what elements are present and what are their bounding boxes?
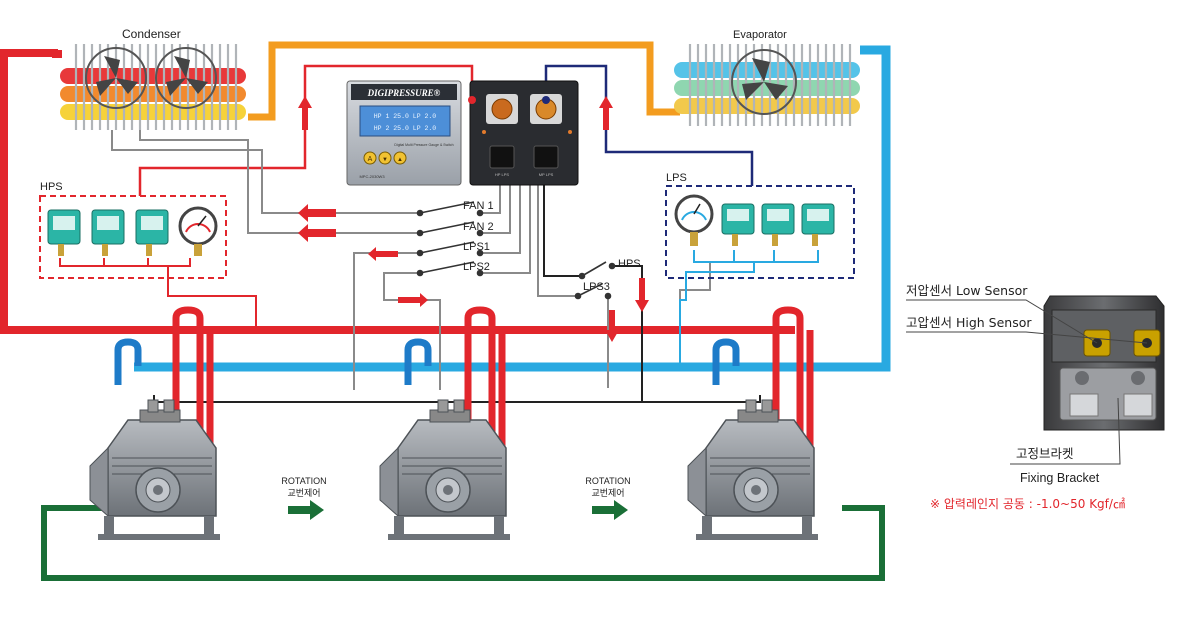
rotation-return-loop [41, 505, 885, 581]
bracket-en-label: Fixing Bracket [1020, 471, 1100, 485]
hps-group-box [39, 195, 227, 279]
pressure-range-note: ※ 압력레인지 공동 : -1.0~50 Kgf/㎠ [930, 497, 1125, 511]
terminal-left-label: HP LPS [495, 172, 509, 177]
controller-model: MPC-2030W3 [359, 174, 385, 179]
suction-main-pipe [134, 45, 891, 372]
condenser-label: Condenser [122, 27, 181, 41]
controller-button-down[interactable]: ▼ [382, 157, 388, 163]
rotation-2-arrow [592, 500, 628, 520]
hps-pressure-switches [47, 206, 257, 330]
low-sensor-label: 저압센서 Low Sensor [906, 283, 1028, 298]
lps-suction-tap [679, 262, 755, 367]
controller-brand: DIGIPRESSURE® [367, 88, 441, 98]
lcd-line-1: HP 1 25.0 LP 2.0 [374, 113, 437, 120]
sensor-leader-lines [906, 299, 1148, 465]
evaporator-label: Evaporator [733, 29, 787, 41]
evaporator-coil [674, 44, 860, 126]
fan1-label: FAN 1 [463, 200, 494, 212]
hps-box-label: HPS [40, 181, 63, 193]
lps3-label: LPS3 [583, 281, 610, 293]
lps2-label: LPS2 [463, 261, 490, 273]
rotation-2-label: ROTATION [585, 476, 630, 486]
rotation-2-kr-label: 교번제어 [591, 488, 624, 499]
compressor-1 [89, 306, 220, 540]
controller-button-up[interactable]: ▲ [397, 157, 403, 163]
lps-group-box [665, 185, 855, 279]
rotation-1-kr-label: 교번제어 [287, 488, 320, 499]
hps-switch-label: HPS [618, 258, 641, 270]
rotation-1-arrow [288, 500, 324, 520]
controller-small-text: Digital Multi Pressure Gauge & Switch [394, 143, 453, 147]
signal-arrows [298, 96, 649, 342]
relay-contacts [416, 201, 616, 300]
condenser-coil [52, 44, 246, 130]
lps-box-label: LPS [666, 172, 687, 184]
terminal-right-label: MP LPS [539, 172, 554, 177]
digipressure-controller [346, 80, 579, 186]
lps1-label: LPS1 [463, 241, 490, 253]
rotation-1-label: ROTATION [281, 476, 326, 486]
high-pressure-main-pipe [0, 49, 795, 334]
liquid-line-pipe [248, 41, 680, 121]
high-sensor-label: 고압센서 High Sensor [906, 315, 1032, 330]
bracket-kr-label: 고정브라켓 [1016, 446, 1074, 461]
controller-button-a[interactable]: A [368, 156, 373, 163]
fan2-label: FAN 2 [463, 221, 494, 233]
compressor-2 [379, 306, 510, 540]
lcd-line-2: HP 2 25.0 LP 2.0 [374, 125, 437, 132]
sensor-bracket-illustration [1043, 295, 1165, 431]
lps-pressure-switches [674, 194, 835, 263]
compressor-3 [687, 306, 818, 540]
